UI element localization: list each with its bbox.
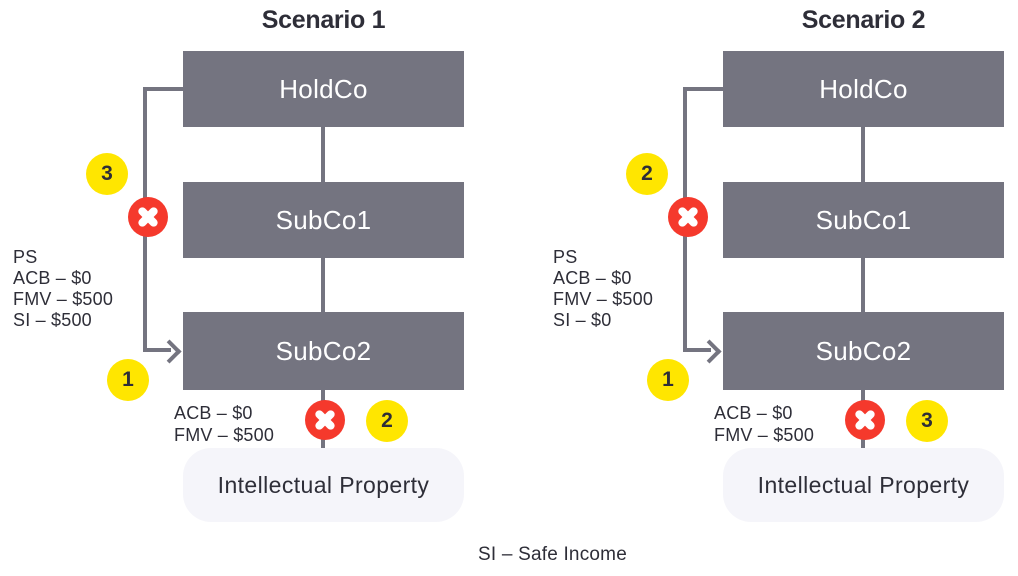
intellectual-property-label: Intellectual Property [757,471,970,498]
scenario-2: Scenario 2 HoldCo SubCo1 SubCo2 Intellec… [540,0,1018,576]
connector-subco1-subco2 [321,258,325,312]
step-badge: 1 [107,359,149,401]
ip-note-line: ACB – $0 [174,403,253,423]
scenario-title: Scenario 2 [801,6,926,34]
step-badge: 1 [647,359,689,401]
ps-note-line: FMV – $500 [13,289,114,309]
subco1-label: SubCo1 [815,204,912,235]
scenario-title: Scenario 1 [261,6,386,34]
ps-note-line: PS [553,247,578,267]
ps-note-line: ACB – $0 [553,268,632,288]
ps-note-line: SI – $0 [553,310,612,330]
ps-note-line: SI – $500 [13,310,92,330]
blocked-x-icon [305,400,345,440]
subco1-box: SubCo1 [183,182,464,258]
bypass-line-bottom [143,348,171,352]
connector-subco1-subco2 [861,258,865,312]
ps-note-line: FMV – $500 [553,289,654,309]
subco2-label: SubCo2 [275,335,372,366]
legend-footnote: SI – Safe Income [478,544,627,565]
bypass-line-top [143,87,183,91]
holdco-label: HoldCo [279,73,368,104]
holdco-box: HoldCo [723,51,1004,127]
connector-holdco-subco1 [861,127,865,182]
intellectual-property-box: Intellectual Property [723,448,1004,522]
subco2-label: SubCo2 [815,335,912,366]
blocked-x-icon [668,197,708,237]
ip-attributes-note: ACB – $0 FMV – $500 [174,402,274,446]
scenario-1: Scenario 1 HoldCo SubCo1 SubCo2 Intellec… [0,0,478,576]
subco1-label: SubCo1 [275,204,372,235]
bypass-line-top [683,87,723,91]
intellectual-property-label: Intellectual Property [217,471,430,498]
step-badge: 3 [86,153,128,195]
holdco-label: HoldCo [819,73,908,104]
subco1-box: SubCo1 [723,182,1004,258]
step-badge: 2 [626,153,668,195]
subco2-box: SubCo2 [183,312,464,390]
step-badge: 3 [906,400,948,442]
bypass-line-bottom [683,348,711,352]
ps-attributes-note: PS ACB – $0 FMV – $500 SI – $500 [13,247,113,331]
ip-note-line: FMV – $500 [714,425,815,445]
holdco-box: HoldCo [183,51,464,127]
blocked-x-icon [845,400,885,440]
intellectual-property-box: Intellectual Property [183,448,464,522]
step-badge: 2 [366,400,408,442]
subco2-box: SubCo2 [723,312,1004,390]
ps-note-line: ACB – $0 [13,268,92,288]
connector-holdco-subco1 [321,127,325,182]
ps-attributes-note: PS ACB – $0 FMV – $500 SI – $0 [553,247,653,331]
ps-note-line: PS [13,247,38,267]
arrowhead-icon [697,339,722,364]
ip-note-line: ACB – $0 [714,403,793,423]
arrowhead-icon [157,339,182,364]
blocked-x-icon [128,197,168,237]
ip-note-line: FMV – $500 [174,425,275,445]
ip-attributes-note: ACB – $0 FMV – $500 [714,402,814,446]
